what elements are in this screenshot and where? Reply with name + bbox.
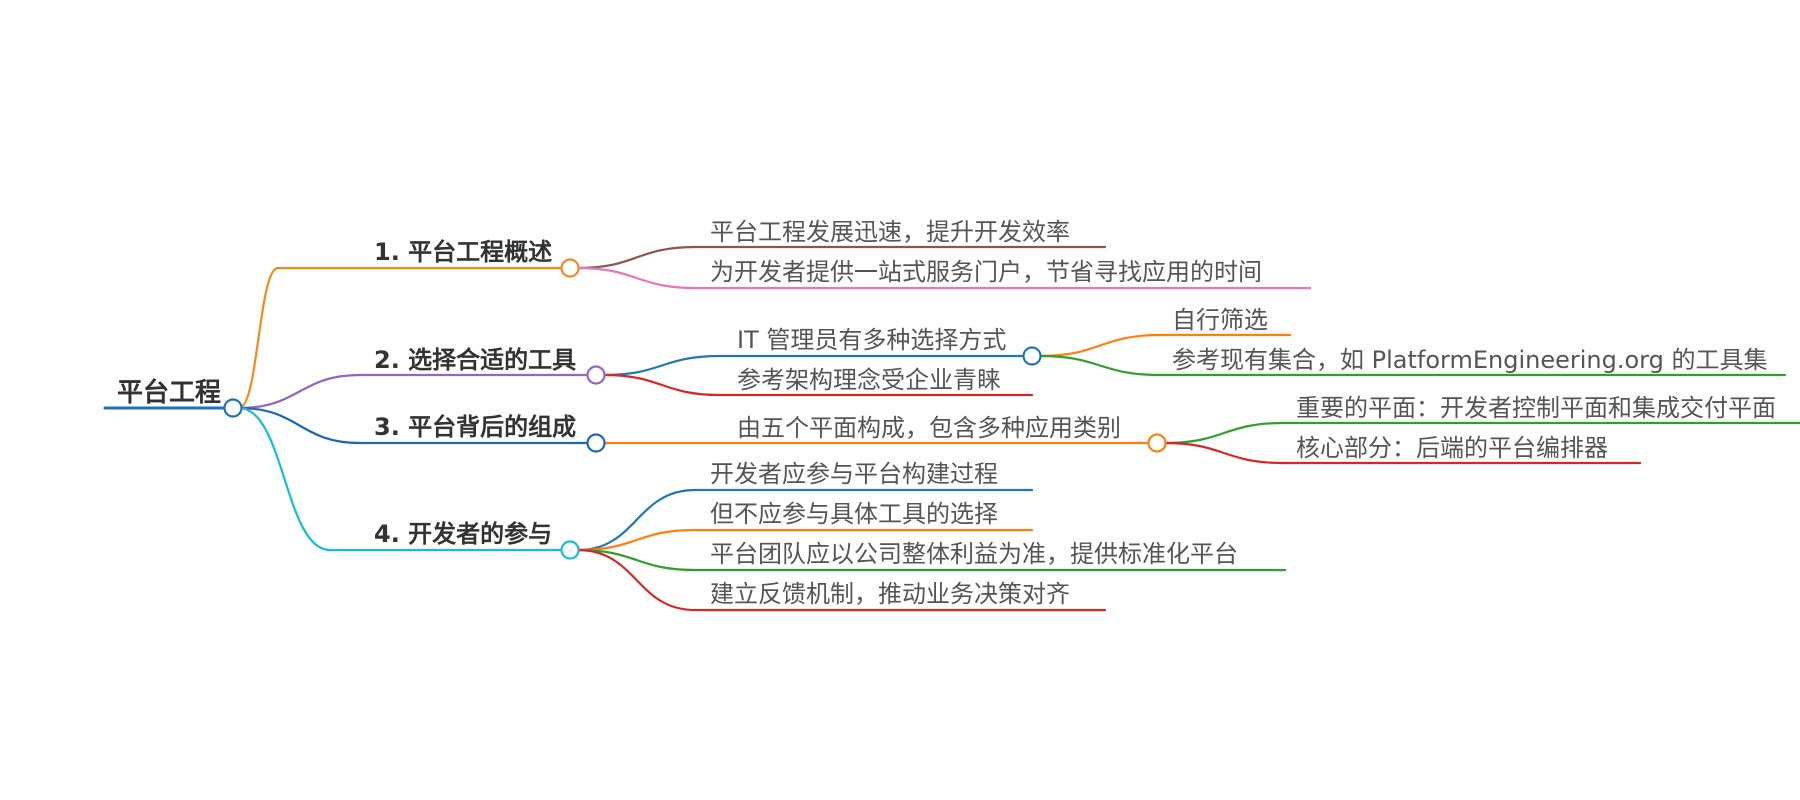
branch-3-child-1-child-2-label[interactable]: 核心部分：后端的平台编排器 <box>1296 434 1608 462</box>
branch-2-connector <box>237 373 362 410</box>
branch-2-child-2-connector <box>602 373 722 397</box>
branch-4-child-2-connector <box>576 528 697 552</box>
branch-2-child-1-child-2-label[interactable]: 参考现有集合，如 PlatformEngineering.org 的工具集 <box>1172 346 1768 374</box>
branch-1-child-1-connector <box>576 245 697 270</box>
branch-2-child-2-label[interactable]: 参考架构理念受企业青睐 <box>737 366 1001 394</box>
branch-2-child-1-label[interactable]: IT 管理员有多种选择方式 <box>737 326 1007 354</box>
branch-4-label[interactable]: 4. 开发者的参与 <box>374 520 553 548</box>
branch-1-collapse-toggle[interactable] <box>560 258 580 278</box>
branch-1-label[interactable]: 1. 平台工程概述 <box>374 238 553 266</box>
branch-1-child-1-label[interactable]: 平台工程发展迅速，提升开发效率 <box>710 218 1070 246</box>
branch-2-child-1-child-2-connector <box>1038 354 1162 377</box>
branch-3-child-1-child-1-connector <box>1163 421 1285 445</box>
branch-3-child-1-child-1-label[interactable]: 重要的平面：开发者控制平面和集成交付平面 <box>1296 394 1776 422</box>
branch-4-collapse-toggle[interactable] <box>560 540 580 560</box>
branch-3-label[interactable]: 3. 平台背后的组成 <box>374 413 577 441</box>
branch-2-child-1-connector <box>602 354 722 377</box>
branch-3-child-1-collapse-toggle[interactable] <box>1147 433 1167 453</box>
branch-4-child-4-label[interactable]: 建立反馈机制，推动业务决策对齐 <box>710 580 1070 608</box>
branch-3-child-1-label[interactable]: 由五个平面构成，包含多种应用类别 <box>737 414 1121 442</box>
branch-1-child-2-connector <box>576 266 697 290</box>
branch-4-child-4-connector <box>576 548 697 612</box>
branch-4-child-1-connector <box>576 488 697 552</box>
branch-1-connector <box>237 266 280 410</box>
root-node-label[interactable]: 平台工程 <box>117 378 222 408</box>
branch-2-child-1-child-1-connector <box>1038 333 1162 358</box>
branch-3-connector <box>237 406 362 445</box>
branch-3-collapse-toggle[interactable] <box>586 433 606 453</box>
branch-1-child-2-label[interactable]: 为开发者提供一站式服务门户，节省寻找应用的时间 <box>710 258 1262 286</box>
branch-2-child-1-child-1-label[interactable]: 自行筛选 <box>1172 306 1268 334</box>
branch-2-label[interactable]: 2. 选择合适的工具 <box>374 346 577 374</box>
root-collapse-toggle[interactable] <box>223 398 243 418</box>
branch-4-connector <box>237 406 332 552</box>
branch-3-child-1-child-2-connector <box>1163 441 1285 465</box>
branch-4-child-3-connector <box>576 548 697 572</box>
branch-4-child-2-label[interactable]: 但不应参与具体工具的选择 <box>710 500 998 528</box>
branch-4-child-1-label[interactable]: 开发者应参与平台构建过程 <box>710 460 998 488</box>
branch-2-collapse-toggle[interactable] <box>586 365 606 385</box>
branch-4-child-3-label[interactable]: 平台团队应以公司整体利益为准，提供标准化平台 <box>710 540 1238 568</box>
branch-2-child-1-collapse-toggle[interactable] <box>1022 346 1042 366</box>
